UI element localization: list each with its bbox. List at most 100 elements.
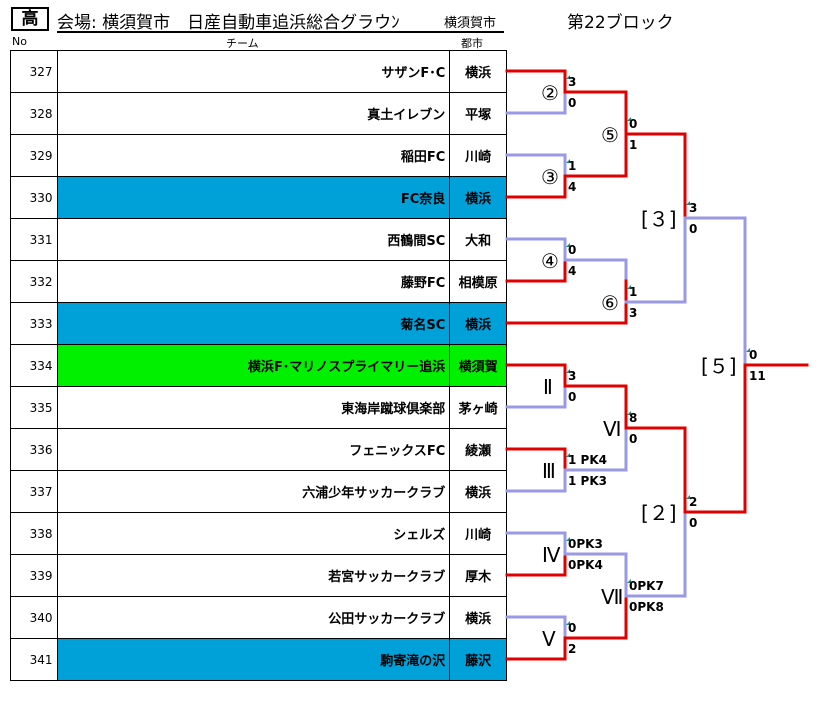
team-name: FC奈良 [56,176,451,219]
team-city: 川崎 [449,134,507,177]
team-number: 334 [10,344,58,387]
score-bottom: 0 [689,516,698,530]
match-label: Ⅲ [542,459,556,483]
venue-city: 横須賀市 [444,16,497,31]
line-r2-out-vii [624,510,687,598]
marker-triangle [686,201,690,205]
team-number: 332 [10,260,58,303]
marker-triangle [566,75,570,79]
score-top: 0 [568,243,577,257]
line-r1-out-339 [563,552,628,598]
line-r2-out-5 [624,132,687,220]
team-name: 菊名SC [56,302,451,345]
score-bottom: 0PK8 [629,600,664,614]
line-r3-out-2 [683,363,747,514]
team-name: フェニックスFC [56,428,451,471]
team-city: 平塚 [449,92,507,135]
marker-triangle [566,621,570,625]
team-name: 六浦少年サッカークラブ [56,470,451,513]
line-r1-out-327 [563,90,628,136]
match-label: Ⅱ [543,375,553,399]
score-bottom: 3 [629,306,638,320]
team-number: 341 [10,638,58,681]
score-bottom: 2 [568,642,577,656]
col-header-city: 都市 [461,37,483,50]
team-city: 大和 [449,218,507,261]
score-top: 0 [749,348,758,362]
score-bottom: 4 [568,264,577,278]
match-label: [３] [641,207,677,231]
marker-triangle [566,159,570,163]
team-name: 若宮サッカークラブ [56,554,451,597]
score-bottom: 1 [629,138,638,152]
line-r1-out-336 [563,426,628,472]
marker-triangle [566,537,570,541]
match-label: Ⅵ [603,417,622,441]
marker-triangle [627,117,631,121]
score-bottom: 4 [568,180,577,194]
score-bottom: 11 [749,369,766,383]
line-r1-out-332 [563,258,628,283]
line-r1-out-341 [563,594,628,640]
line-340 [505,615,567,640]
match-label: Ⅶ [601,585,624,609]
team-number: 338 [10,512,58,555]
title-underline [57,31,504,33]
match-label: ④ [541,249,559,273]
marker-triangle [627,285,631,289]
score-top: 2 [689,495,698,509]
team-number: 328 [10,92,58,135]
team-number: 333 [10,302,58,345]
grade-badge: 高 [11,7,49,31]
score-top: 0PK7 [629,579,664,593]
team-city: 相模原 [449,260,507,303]
col-header-team: チーム [226,37,259,50]
line-341 [505,636,567,661]
line-334 [505,363,567,388]
line-r2-out-vi [624,426,687,514]
col-header-no: No [12,35,27,48]
line-331 [505,237,567,262]
team-city: 横須賀 [449,344,507,387]
team-city: 横浜 [449,176,507,219]
marker-triangle [746,348,750,352]
team-city: 横浜 [449,596,507,639]
team-name: シェルズ [56,512,451,555]
score-top: 0 [629,117,638,131]
line-327 [505,69,567,94]
line-r3-out-3 [683,216,747,367]
match-label: Ⅳ [542,543,561,567]
score-top: 1 PK4 [568,453,607,467]
match-label: ② [541,81,559,105]
team-name: 横浜F･マリノスプライマリー追浜 [56,344,451,387]
score-bottom: 0 [689,222,698,236]
block-title: 第22ブロック [567,13,674,33]
score-top: 0PK3 [568,537,603,551]
line-r1-out-330 [563,132,628,178]
team-city: 横浜 [449,470,507,513]
score-bottom: 0 [568,390,577,404]
line-335 [505,384,567,409]
match-label: ③ [541,165,559,189]
match-label: [２] [641,501,677,525]
score-top: 0 [568,621,577,635]
team-number: 329 [10,134,58,177]
line-329 [505,153,567,178]
marker-triangle [566,243,570,247]
score-top: 1 [568,159,577,173]
marker-triangle [627,411,631,415]
team-name: 真土イレブン [56,92,451,135]
marker-triangle [686,495,690,499]
line-337 [505,468,567,493]
match-label: Ⅴ [542,627,556,651]
team-name: 駒寄滝の沢 [56,638,451,681]
score-bottom: 0 [568,96,577,110]
